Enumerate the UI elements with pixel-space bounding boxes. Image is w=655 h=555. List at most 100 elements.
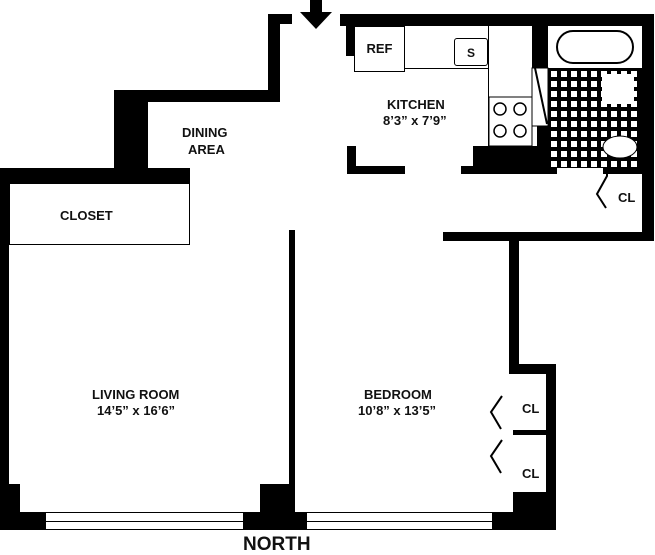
floor-tile (631, 151, 637, 157)
wall (532, 14, 548, 68)
floor-tile (581, 111, 587, 117)
floor-tile (571, 151, 577, 157)
floor-tile (591, 131, 597, 137)
floor-tile (591, 161, 597, 167)
floor-tile (611, 161, 617, 167)
sink: S (454, 38, 488, 66)
door-swing-icon (489, 395, 503, 430)
floor-tile (551, 141, 557, 147)
floor-tile (571, 101, 577, 107)
floor-tile (631, 121, 637, 127)
kitchen-dims: 8’3” x 7’9” (383, 113, 447, 128)
entrance-arrow-icon (300, 0, 332, 29)
floor-tile (551, 81, 557, 87)
floor-tile (561, 161, 567, 167)
wall (492, 512, 556, 530)
wall (642, 14, 654, 240)
floor-tile (561, 71, 567, 77)
wall (268, 14, 280, 102)
dining-label-2: AREA (188, 142, 225, 157)
door-swing-icon (489, 439, 503, 474)
floor-tile (611, 121, 617, 127)
closet-main (9, 184, 190, 245)
window (46, 512, 243, 530)
floor-tile (601, 131, 607, 137)
floor-tile (571, 91, 577, 97)
floor-tile (581, 121, 587, 127)
floor-tile (631, 131, 637, 137)
bathtub-icon (556, 30, 634, 64)
wall (114, 90, 148, 180)
wall (347, 146, 356, 174)
floor-tile (551, 121, 557, 127)
toilet-icon (601, 135, 602, 136)
floor-tile (581, 141, 587, 147)
floor-tile (581, 101, 587, 107)
floor-tile (551, 111, 557, 117)
closet-bed1-label: CL (522, 401, 540, 416)
floor-tile (621, 121, 627, 127)
floor-tile (591, 141, 597, 147)
floor-tile (611, 131, 617, 137)
window (307, 512, 492, 530)
floor-tile (591, 91, 597, 97)
bedroom-dims: 10’8” x 13’5” (358, 403, 437, 418)
floor-tile (601, 151, 607, 157)
wall (340, 14, 654, 26)
wall (509, 364, 556, 374)
floor-tile (571, 111, 577, 117)
closet-main-label: CLOSET (60, 208, 113, 223)
floor-tile (581, 91, 587, 97)
floor-tile (611, 111, 617, 117)
wall (0, 512, 46, 530)
floor-tile (571, 121, 577, 127)
floor-tile (551, 71, 557, 77)
floor-tile (591, 111, 597, 117)
kitchen-counter (356, 26, 489, 69)
floor-tile (631, 161, 637, 167)
floor-tile (561, 141, 567, 147)
floor-tile (581, 151, 587, 157)
closet-hall-label: CL (618, 190, 636, 205)
kitchen-label: KITCHEN (387, 97, 445, 112)
wall (0, 168, 9, 513)
floor-tile (561, 151, 567, 157)
floor-tile (571, 141, 577, 147)
floor-tile (561, 121, 567, 127)
floor-tile (581, 71, 587, 77)
floor-tile (591, 81, 597, 87)
wall (347, 166, 405, 174)
compass-label: NORTH (243, 534, 311, 555)
floor-tile (571, 81, 577, 87)
floor-tile (591, 121, 597, 127)
floor-tile (571, 71, 577, 77)
floor-tile (581, 161, 587, 167)
floor-tile (621, 131, 627, 137)
floor-tile (551, 161, 557, 167)
closet-bed2-label: CL (522, 466, 540, 481)
wall (546, 364, 556, 530)
bedroom-label: BEDROOM (364, 387, 432, 402)
floor-tile (581, 131, 587, 137)
floor-tile (631, 111, 637, 117)
floor-tile (551, 91, 557, 97)
wall (443, 232, 654, 241)
floor-tile (621, 161, 627, 167)
floor-tile (601, 111, 607, 117)
floor-tile (581, 81, 587, 87)
floor-tile (561, 101, 567, 107)
wall (513, 430, 553, 435)
floor-tile (601, 121, 607, 127)
floor-tile (591, 101, 597, 107)
floor-tile (601, 161, 607, 167)
floor-tile (561, 81, 567, 87)
living-room-label: LIVING ROOM (92, 387, 180, 402)
wall (603, 166, 654, 174)
floor-tile (561, 91, 567, 97)
wall (0, 168, 190, 184)
floor-tile (561, 131, 567, 137)
floor-tile (621, 111, 627, 117)
dining-label-1: DINING (182, 125, 228, 140)
floor-tile (551, 131, 557, 137)
wall (346, 14, 356, 56)
